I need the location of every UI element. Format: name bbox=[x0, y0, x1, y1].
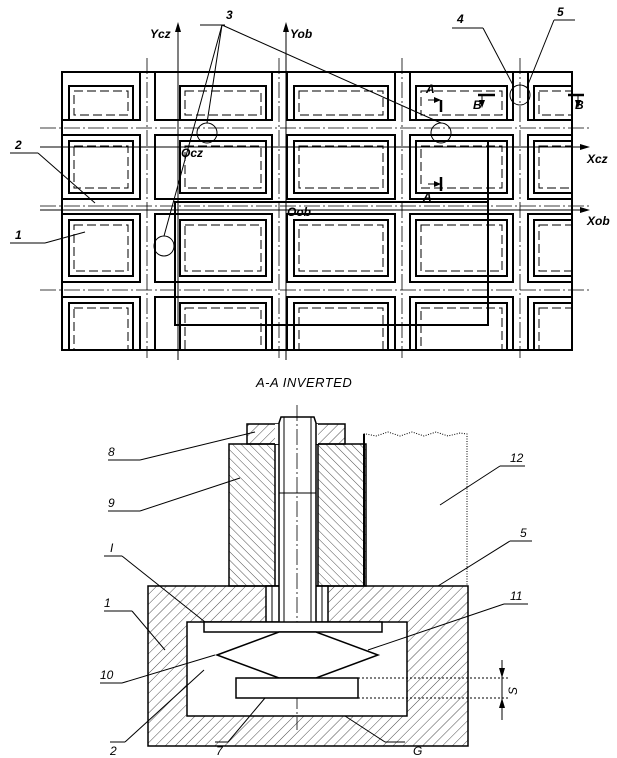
callout-I: I bbox=[110, 541, 114, 555]
callout-5-section: 5 bbox=[520, 526, 527, 540]
callout-1-section: 1 bbox=[104, 596, 111, 610]
callout-9: 9 bbox=[108, 496, 115, 510]
tbolt-head-11 bbox=[214, 631, 381, 679]
callout-8: 8 bbox=[108, 445, 115, 459]
section-a-bottom: A bbox=[422, 190, 432, 204]
section-cut-b bbox=[478, 93, 584, 108]
dimension-s bbox=[358, 660, 508, 720]
block-7 bbox=[235, 677, 359, 699]
section-view: A-A INVERTED bbox=[100, 375, 532, 758]
o-cz-label: Ocz bbox=[181, 146, 203, 160]
o-ob-label: Oob bbox=[287, 205, 311, 219]
section-b-right: B bbox=[575, 98, 584, 112]
leader-lines bbox=[10, 19, 575, 244]
section-a-top: A bbox=[425, 82, 435, 96]
washer bbox=[203, 621, 383, 633]
fixture-point-circle bbox=[509, 84, 531, 106]
callout-S: S bbox=[506, 687, 520, 695]
callout-3: 3 bbox=[226, 8, 233, 22]
plate-blocks bbox=[61, 71, 573, 351]
section-b-left: B bbox=[473, 98, 482, 112]
callout-7: 7 bbox=[216, 744, 224, 758]
center-lines bbox=[40, 58, 590, 358]
callout-12: 12 bbox=[510, 451, 524, 465]
section-leaders bbox=[100, 431, 532, 743]
callout-5: 5 bbox=[557, 5, 564, 19]
callout-10: 10 bbox=[100, 668, 114, 682]
axes bbox=[40, 22, 590, 360]
callout-11: 11 bbox=[510, 589, 522, 603]
callout-G: G bbox=[413, 744, 422, 758]
fixture-point-circle bbox=[153, 235, 175, 257]
callout-1: 1 bbox=[15, 228, 22, 242]
callout-2-section: 2 bbox=[109, 744, 117, 758]
workpiece-12 bbox=[363, 431, 468, 587]
x-cz-label: Xcz bbox=[586, 152, 608, 166]
section-title: A-A INVERTED bbox=[255, 375, 352, 390]
callout-2: 2 bbox=[14, 138, 22, 152]
section-cut-a bbox=[428, 97, 443, 191]
x-ob-label: Xob bbox=[586, 214, 610, 228]
y-ob-label: Yob bbox=[290, 27, 312, 41]
y-cz-label: Ycz bbox=[150, 27, 171, 41]
plan-view: Ycz Yob Xcz Xob Ocz Oob 3 4 5 2 1 A A B … bbox=[10, 5, 610, 360]
callout-4: 4 bbox=[456, 12, 464, 26]
